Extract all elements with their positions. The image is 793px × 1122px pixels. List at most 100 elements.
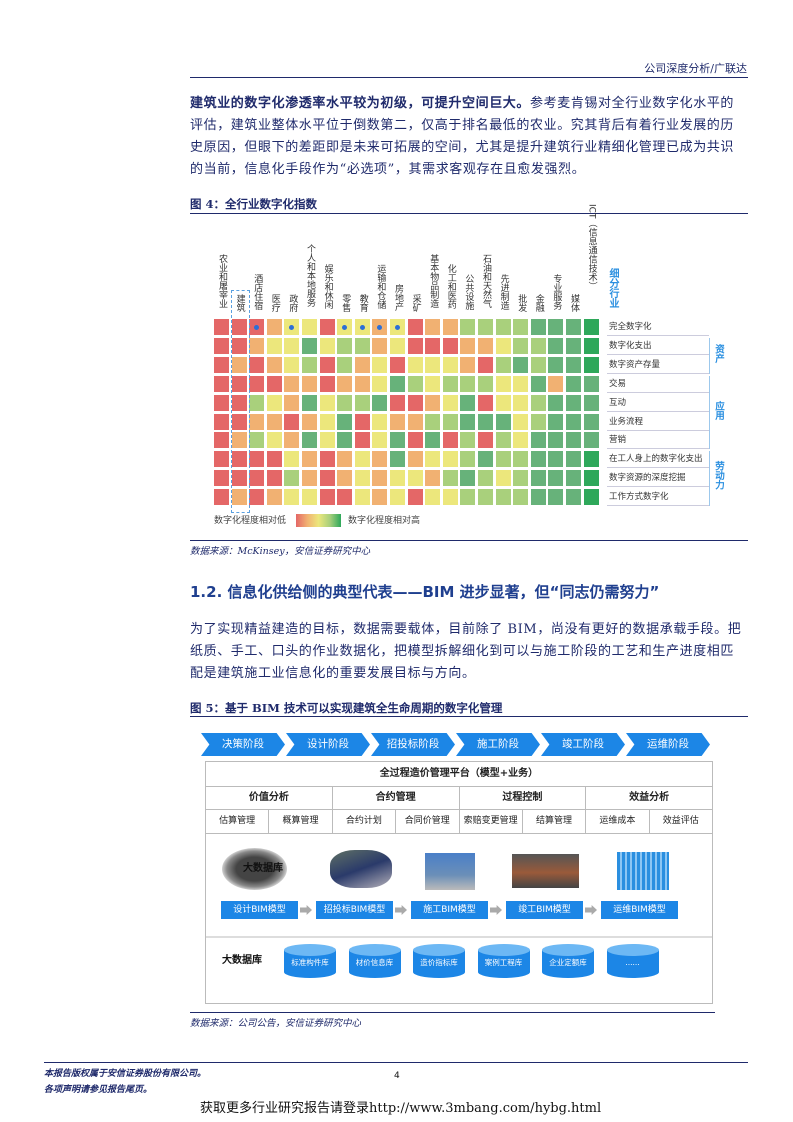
heatmap-cell: [337, 489, 353, 506]
heatmap-cell: [530, 451, 546, 468]
heatmap-cell: [460, 394, 476, 411]
heatmap-cell: [478, 413, 493, 430]
heatmap-cell: [583, 470, 599, 487]
heatmap-cell: [548, 356, 564, 373]
module-item: 合同价管理: [396, 810, 460, 833]
heatmap-cell: [214, 413, 229, 430]
heatmap-cell: [548, 451, 564, 468]
heatmap-cell: [566, 319, 581, 335]
column-label: 基本物品制造: [428, 254, 439, 308]
heatmap-cell: [354, 375, 370, 392]
heatmap-cell: [566, 337, 581, 354]
heatmap-cell: [284, 470, 300, 487]
heatmap-cell: [513, 356, 529, 373]
bim-model-box: 招投标BIM模型: [316, 901, 393, 919]
database-label: 企业定额库: [549, 958, 587, 967]
column-label: 娱乐和休闲: [322, 264, 333, 309]
heatmap-cell: [249, 432, 265, 449]
stage-chevron: 竣工阶段: [541, 733, 625, 756]
figure-5-source: 数据来源：公司公告，安信证券研究中心: [190, 1018, 362, 1029]
marker-dot: [395, 325, 400, 330]
heatmap-cell: [266, 319, 282, 335]
heatmap-cell: [249, 375, 265, 392]
heatmap-cell: [530, 432, 546, 449]
heatmap-cell: [583, 489, 599, 506]
row-label: 完全数字化: [607, 319, 709, 336]
heatmap-cell: [548, 319, 564, 335]
heatmap-cell: [407, 451, 423, 468]
heatmap-cell: [460, 489, 476, 506]
column-label: 教育: [357, 294, 368, 312]
heatmap-cell: [442, 413, 458, 430]
heatmap-cell: [478, 489, 493, 506]
heatmap-cell: [372, 394, 388, 411]
heatmap-cell: [407, 356, 423, 373]
row-label: 数字资源的深度挖掘: [607, 470, 709, 488]
column-label: 公共设施: [463, 274, 474, 310]
heatmap-cell: [319, 356, 335, 373]
legend-gradient: [296, 514, 341, 527]
heatmap-cell: [249, 413, 265, 430]
heatmap-cell: [513, 394, 529, 411]
heatmap-cell: [583, 394, 599, 411]
heatmap-cell: [442, 319, 458, 335]
heatmap-cell: [302, 356, 317, 373]
bim-model-box: 竣工BIM模型: [506, 901, 583, 919]
page-number: 4: [394, 1071, 400, 1081]
module-item: 结算管理: [523, 810, 587, 833]
heatmap-cell: [530, 470, 546, 487]
heatmap-cell: [266, 413, 282, 430]
column-label: ICT（信息通信技术）: [586, 204, 597, 291]
heatmap-cell: [319, 470, 335, 487]
heatmap-cell: [495, 319, 511, 335]
heatmap-cell: [284, 394, 300, 411]
column-label: 建筑: [234, 294, 245, 312]
heatmap-cell: [478, 451, 493, 468]
heatmap-cell: [337, 375, 353, 392]
heatmap-cell: [231, 413, 247, 430]
heatmap-cell: [354, 489, 370, 506]
heatmap-cell: [319, 489, 335, 506]
heatmap-cell: [372, 356, 388, 373]
heatmap-cell: [390, 489, 405, 506]
heatmap-cell: [354, 451, 370, 468]
heatmap-cell: [284, 356, 300, 373]
heatmap-cell: [442, 470, 458, 487]
heatmap-cell: [390, 319, 405, 335]
heatmap-cell: [354, 432, 370, 449]
intro-paragraph: 建筑业的数字化渗透率水平较为初级，可提升空间巨大。参考麦肯锡对全行业数字化水平的…: [190, 93, 750, 181]
heatmap-cell: [530, 489, 546, 506]
arrow-right-icon: [300, 905, 312, 915]
completion-model-image: [512, 854, 579, 888]
heatmap-cell: [266, 375, 282, 392]
heatmap-cell: [266, 394, 282, 411]
heatmap-cell: [566, 489, 581, 506]
column-label: 媒体: [569, 294, 579, 312]
section-line: 为了实现精益建造的目标，数据需要载体，目前除了 BIM，尚没有更好的数据承载手段…: [190, 622, 742, 637]
heatmap-cell: [337, 394, 353, 411]
heatmap-cell: [495, 413, 511, 430]
heatmap-cell: [478, 337, 493, 354]
heatmap-cell: [495, 375, 511, 392]
heatmap-cell: [319, 394, 335, 411]
heatmap-cell: [302, 489, 317, 506]
heatmap-cell: [425, 319, 441, 335]
heatmap-cell: [478, 319, 493, 335]
heatmap-cell: [372, 489, 388, 506]
section-heading: 1.2. 信息化供给侧的典型代表——BIM 进步显著，但“同志仍需努力”: [190, 583, 660, 601]
heatmap-cell: [354, 413, 370, 430]
heatmap-cell: [319, 432, 335, 449]
heatmap-cell: [319, 451, 335, 468]
heatmap-cell: [548, 394, 564, 411]
heatmap-cell: [249, 470, 265, 487]
heatmap-cell: [548, 337, 564, 354]
heatmap-cell: [214, 394, 229, 411]
arrow-right-icon: [395, 905, 407, 915]
database-cylinder: ......: [606, 944, 659, 978]
marker-dot: [254, 325, 260, 330]
heatmap-cell: [266, 451, 282, 468]
footer-rule: [44, 1062, 748, 1063]
heatmap-cell: [390, 451, 405, 468]
row-group-label: 劳动力: [713, 460, 724, 490]
bim-model-box: 设计BIM模型: [221, 901, 298, 919]
